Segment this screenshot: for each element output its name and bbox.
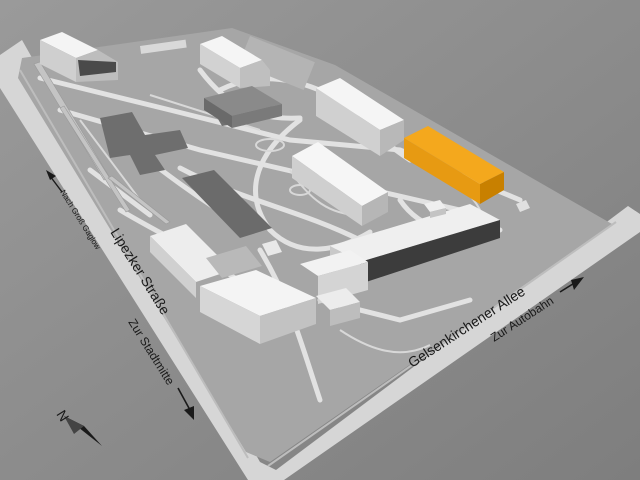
dark-footprint-long [182, 170, 272, 238]
building-center-white [292, 142, 388, 226]
building-top-left [40, 32, 118, 82]
left-strip-buildings [33, 61, 171, 225]
small-structures [262, 200, 530, 256]
parking-stripes [140, 36, 315, 91]
dark-footprint-cross [100, 112, 188, 175]
building-top-center [200, 36, 270, 88]
building-center-gray [204, 86, 282, 128]
north-arrow-icon: N [53, 407, 102, 446]
outer-road [0, 40, 640, 480]
arrow-autobahn-icon [559, 277, 584, 293]
orange-building [404, 126, 504, 204]
arrow-gross-gaglow-icon [46, 170, 63, 193]
building-main-complex [150, 204, 500, 344]
building-right-white [316, 78, 404, 156]
road-edge-bottom [267, 221, 617, 467]
arrow-stadtmitte-icon [177, 387, 194, 420]
road-edge-left [19, 69, 249, 459]
